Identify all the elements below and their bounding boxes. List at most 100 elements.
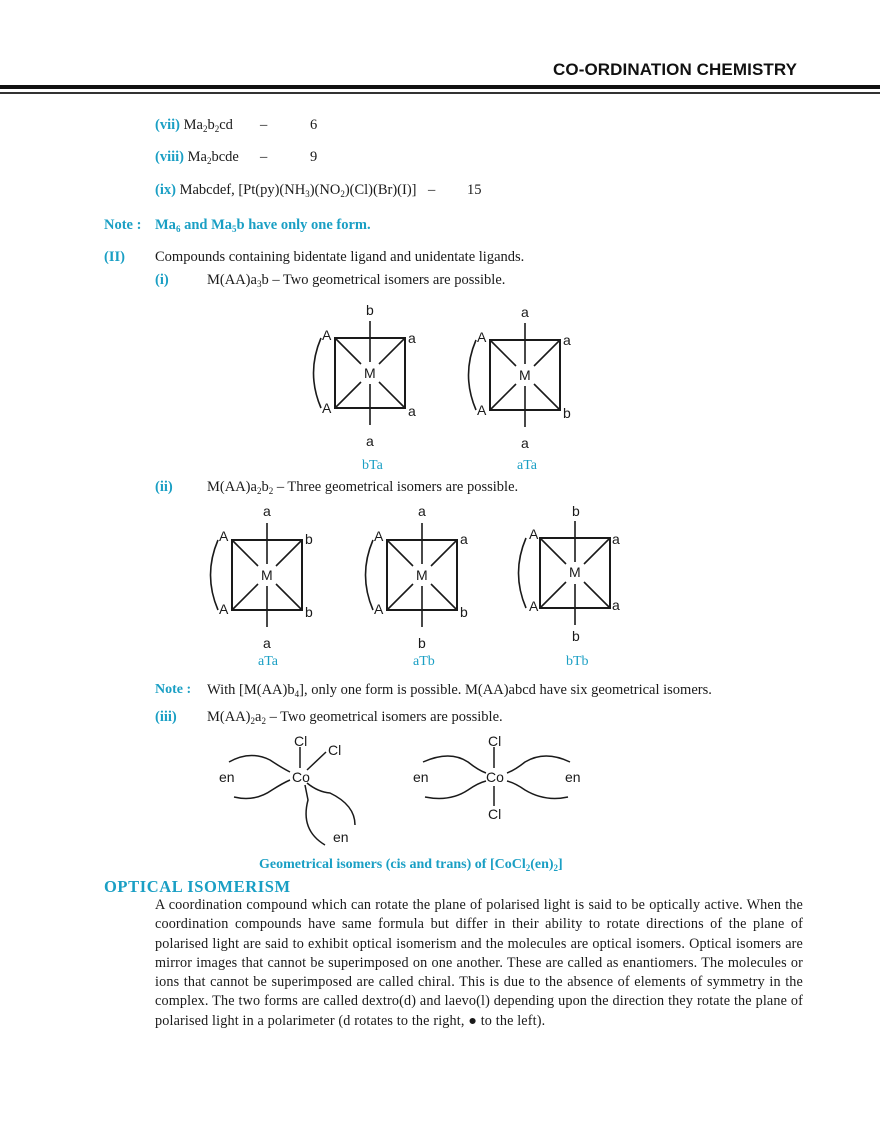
formula-part: cd: [219, 117, 233, 133]
label-bottom-right: a: [612, 597, 620, 613]
caption-aTa: aTa: [517, 458, 538, 473]
list-item-ix: (ix) Mabcdef, [Pt(py)(NH3)(NO2)(Cl)(Br)(…: [155, 182, 416, 199]
note2-text: With [M(AA)b4], only one form is possibl…: [207, 682, 712, 699]
optical-isomerism-paragraph: A coordination compound which can rotate…: [155, 896, 803, 1031]
paragraph-text: to the left).: [477, 1012, 546, 1029]
label-A-top: A: [219, 528, 229, 544]
text-sub: 2: [261, 716, 266, 726]
label-A-bottom: A: [374, 601, 384, 617]
label-bottom: a: [521, 435, 529, 451]
text-sub: 2: [256, 486, 262, 496]
text-part: b: [261, 479, 269, 495]
caption-part: ]: [558, 857, 563, 872]
label-bottom: b: [572, 628, 580, 644]
bullet-icon: ●: [468, 1012, 477, 1029]
formula-part: Ma: [187, 149, 207, 165]
text-part: – Two geometrical isomers are possible.: [265, 709, 503, 725]
label-en-right: en: [565, 769, 581, 785]
label-metal: M: [569, 564, 581, 580]
label-bottom-right: b: [563, 405, 571, 421]
label-Cl-top: Cl: [488, 733, 502, 749]
cobalt-cis-structure: [228, 747, 356, 846]
caption-bTa: bTa: [362, 458, 383, 473]
note-part: b have only one form.: [236, 217, 371, 233]
formula-part: Mabcdef, [Pt(py)(NH: [179, 182, 306, 198]
caption-part: (en): [530, 857, 554, 872]
formula-part: bcde: [211, 149, 239, 165]
text-sub: 3: [256, 279, 262, 289]
header-rule-thin: [0, 92, 880, 94]
label-A-top: A: [477, 329, 487, 345]
text-part: a: [255, 709, 262, 725]
caption-sub: 2: [553, 863, 559, 873]
sub-ii-label: (ii): [155, 479, 173, 495]
label-en-left: en: [219, 769, 235, 785]
caption-aTa-ii: aTa: [258, 654, 279, 669]
label-Co: Co: [486, 769, 504, 785]
note-sub: 5: [232, 224, 237, 234]
label-top: a: [418, 503, 426, 519]
cobalt-trans-structure: [422, 747, 571, 806]
page-header-title: CO-ORDINATION CHEMISTRY: [553, 60, 798, 79]
formula-part: b: [207, 117, 215, 133]
isomer-count: 9: [310, 149, 318, 165]
label-bottom: a: [366, 433, 374, 449]
label-metal: M: [261, 567, 273, 583]
cobalt-figure-caption: Geometrical isomers (cis and trans) of […: [259, 857, 563, 873]
label-A-top: A: [529, 526, 539, 542]
dash: –: [428, 182, 436, 198]
text-part: b – Two geometrical isomers are possible…: [261, 272, 506, 288]
section-ii-text: Compounds containing bidentate ligand an…: [155, 249, 525, 265]
formula-part: Ma: [183, 117, 203, 133]
formula-sub: 2: [214, 124, 220, 134]
label-A-bottom: A: [219, 601, 229, 617]
sub-i-label: (i): [155, 272, 169, 288]
caption-part: Geometrical isomers (cis and trans) of […: [259, 857, 526, 872]
caption-bTb: bTb: [566, 654, 589, 669]
item-label: (ix): [155, 182, 176, 198]
formula-part: )(Cl)(Br)(I)]: [344, 182, 417, 198]
sub-iii-text: M(AA)2a2 – Two geometrical isomers are p…: [207, 709, 503, 726]
list-item-viii: (viii) Ma2bcde: [155, 149, 239, 166]
text-sub: 2: [268, 486, 274, 496]
note-label: Note :: [104, 217, 142, 233]
label-A-bottom: A: [477, 402, 487, 418]
formula-sub: 2: [202, 124, 208, 134]
dash: –: [260, 149, 268, 165]
label-top-right: a: [563, 332, 571, 348]
label-Cl-diag: Cl: [328, 742, 342, 758]
label-bottom-right: b: [305, 604, 313, 620]
text-part: M(AA)a: [207, 272, 257, 288]
formula-part: )(NO: [309, 182, 341, 198]
item-label: (viii): [155, 149, 184, 165]
label-top: b: [366, 302, 374, 318]
list-item-vii: (vii) Ma2b2cd: [155, 117, 233, 134]
header-rule-thick: [0, 85, 880, 89]
isomer-count: 15: [467, 182, 482, 198]
label-top-right: a: [408, 330, 416, 346]
label-A-bottom: A: [529, 598, 539, 614]
section-heading-optical-isomerism: OPTICAL ISOMERISM: [104, 877, 291, 896]
label-en-left: en: [413, 769, 429, 785]
label-top: a: [521, 304, 529, 320]
isomer-count: 6: [310, 117, 318, 133]
note-sub: 6: [175, 224, 181, 234]
note-part: and Ma: [180, 217, 233, 233]
sub-iii-label: (iii): [155, 709, 177, 725]
label-A-top: A: [322, 327, 332, 343]
text-sub: 4: [294, 689, 300, 699]
note2-label: Note :: [155, 682, 192, 697]
paragraph-text: A coordination compound which can rotate…: [155, 897, 803, 1029]
text-sub: 2: [250, 716, 256, 726]
label-metal: M: [416, 567, 428, 583]
text-part: ], only one form is possible. M(AA)abcd …: [299, 682, 712, 698]
label-top: a: [263, 503, 271, 519]
label-bottom-right: b: [460, 604, 468, 620]
label-metal: M: [519, 367, 531, 383]
text-part: With [M(AA)b: [207, 682, 295, 698]
label-top: b: [572, 503, 580, 519]
label-bottom: a: [263, 635, 271, 651]
caption-sub: 2: [525, 863, 531, 873]
label-en-bottom: en: [333, 829, 349, 845]
